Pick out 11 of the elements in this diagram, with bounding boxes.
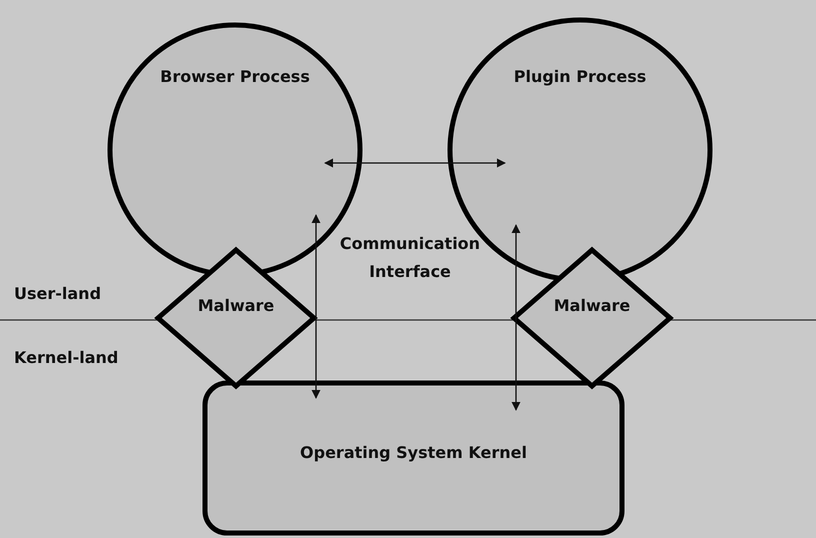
node-label: Malware [196,296,276,315]
arrow [324,158,506,168]
node-label: Operating System Kernel [299,443,528,462]
region-label: Communication Interface [338,233,482,283]
node-label: Browser Process [159,67,311,86]
arrow [512,224,520,411]
node-label: Malware [552,296,632,315]
region-label: User-land [14,283,102,305]
region-label: Kernel-land [14,347,118,369]
node-label: Plugin Process [512,67,648,86]
arrow [312,214,320,399]
